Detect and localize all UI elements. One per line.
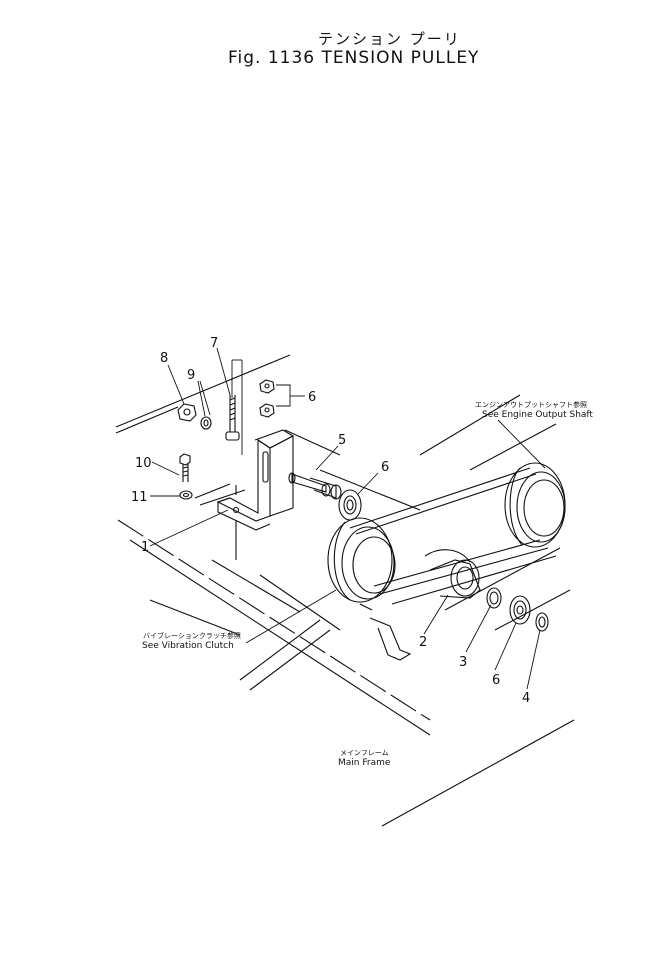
callout-2: 2	[419, 635, 427, 650]
main-frame-note-en: Main Frame	[338, 758, 391, 768]
engine-output-note-jp: エンジンアウトプットシャフト参照	[475, 400, 587, 409]
title-english: Fig. 1136 TENSION PULLEY	[228, 48, 480, 68]
vibration-clutch-note-en: See Vibration Clutch	[142, 641, 234, 651]
washer-12	[179, 490, 193, 500]
callout-11: 10	[135, 456, 152, 471]
snap-ring-3	[486, 587, 502, 609]
vibration-clutch-note-jp: バイブレーションクラッチ参照	[143, 631, 241, 640]
callout-1: 1	[141, 540, 149, 555]
bolt-11	[179, 453, 191, 482]
shaft-5	[288, 472, 342, 500]
nut-9	[177, 403, 197, 422]
engine-output-note-en: See Engine Output Shaft	[482, 410, 593, 420]
belt	[349, 467, 557, 605]
callouts: 8 9 7 6 5 6 10 11 1 2 3 6 4	[131, 336, 530, 706]
reference-notes: エンジンアウトプットシャフト参照 See Engine Output Shaft…	[142, 400, 593, 768]
engine-pulley	[504, 462, 566, 548]
washer-10	[200, 416, 212, 430]
callout-4: 4	[522, 691, 530, 706]
title-japanese: テンション プーリ	[318, 30, 461, 48]
bolt-8	[225, 395, 240, 441]
snap-ring-4	[535, 612, 549, 632]
callout-8: 7	[210, 336, 218, 351]
callout-7: 6	[308, 390, 316, 405]
nuts-7	[259, 379, 275, 418]
vibration-clutch-lever	[359, 603, 412, 661]
main-frame-lines	[115, 354, 575, 827]
callout-6-lower: 6	[492, 673, 500, 688]
callout-5: 5	[338, 433, 346, 448]
leader-lines	[149, 347, 546, 690]
callout-9: 8	[160, 351, 168, 366]
callout-12: 11	[131, 490, 148, 505]
tension-pulley	[327, 517, 396, 603]
callout-10: 9	[187, 368, 195, 383]
callout-6-upper: 6	[381, 460, 389, 475]
hub-2	[424, 549, 481, 599]
bracket	[216, 429, 295, 531]
bearing-6-lower	[509, 595, 531, 625]
callout-3: 3	[459, 655, 467, 670]
main-frame-note-jp: メインフレーム	[340, 749, 389, 757]
bearing-6-upper	[338, 489, 362, 521]
